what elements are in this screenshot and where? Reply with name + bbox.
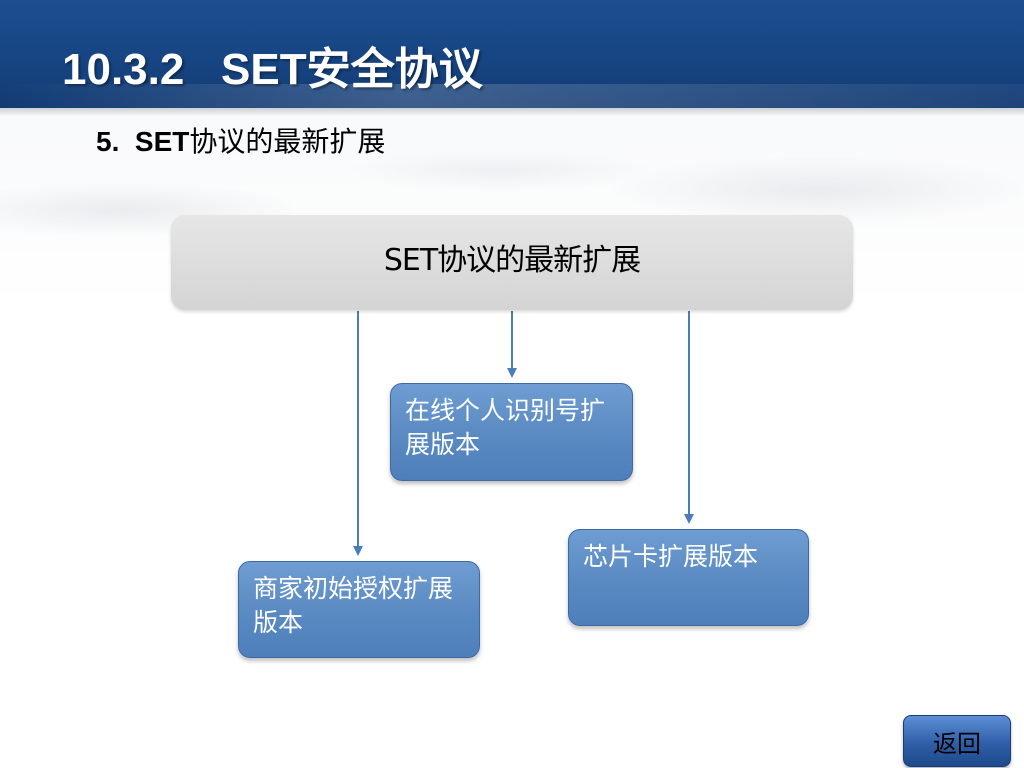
chip-card-extension-label: 芯片卡扩展版本 [583,542,759,571]
page-title: 10.3.2 SET安全协议 [62,45,483,94]
header-shadow [0,108,1024,116]
header-highlight [0,84,1024,108]
back-button[interactable]: 返回 [903,715,1011,767]
header-bar [0,0,1024,108]
section-title: 协议的最新扩展 [189,126,386,157]
merchant-extension-node: 商家初始授权扩展版本 [238,561,480,658]
pin-extension-node: 在线个人识别号扩展版本 [390,383,633,481]
section-heading: 5. SET协议的最新扩展 [96,124,385,160]
section-number: 5. SET [96,126,190,157]
merchant-extension-label: 商家初始授权扩展版本 [253,574,454,637]
root-node-label: SET协议的最新扩展 [383,242,641,278]
pin-extension-label: 在线个人识别号扩展版本 [405,396,606,459]
diagram-root-node: SET协议的最新扩展 [171,215,853,310]
chip-card-extension-node: 芯片卡扩展版本 [568,529,809,626]
